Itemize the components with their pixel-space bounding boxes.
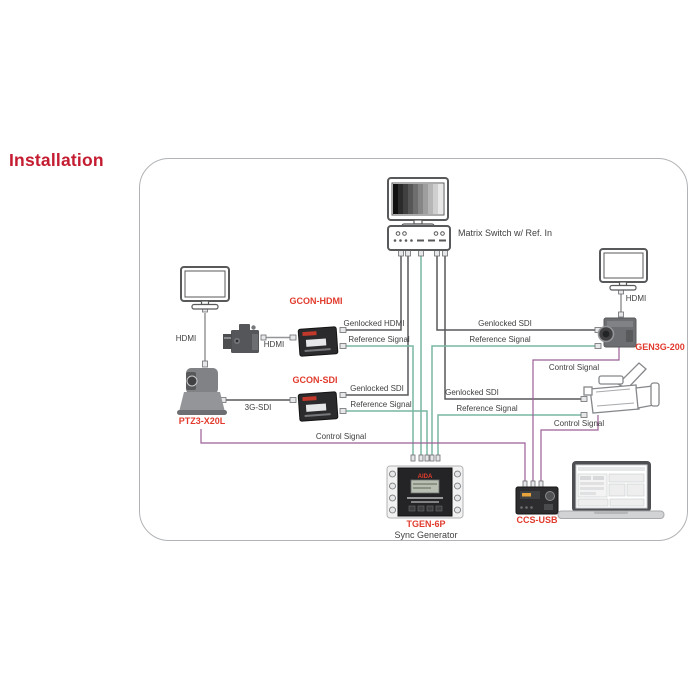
- ptz-camera: [177, 368, 227, 415]
- gcon-hdmi-label: GCON-HDMI: [289, 296, 343, 306]
- genlocked-sdi-label-bottom-right: Genlocked SDI: [445, 388, 499, 397]
- genlocked-wires: [346, 256, 595, 400]
- monitor-left: [180, 266, 230, 310]
- control-signal-label-ptz: Control Signal: [315, 432, 367, 441]
- sync-generator-label: Sync Generator: [394, 530, 458, 540]
- tgen-label: TGEN-6P: [406, 519, 446, 529]
- gen3g-label: GEN3G-200: [635, 342, 685, 352]
- hdmi-camera-label: HDMI: [263, 340, 285, 349]
- matrix-switch-label: Matrix Switch w/ Ref. In: [458, 228, 553, 238]
- control-signal-label-gen3g: Control Signal: [548, 363, 600, 372]
- gen3g-camera: [597, 317, 637, 348]
- matrix-switch: [387, 225, 451, 251]
- hdmi-left-label: HDMI: [175, 334, 197, 343]
- monitor-right: [599, 248, 648, 291]
- genlocked-sdi-label-top-right: Genlocked SDI: [478, 319, 532, 328]
- grayscale-monitor: [387, 177, 449, 230]
- page-title: Installation: [9, 150, 104, 170]
- connector-stubs: [202, 249, 624, 488]
- tgen-sync-generator: AIDA: [386, 465, 464, 519]
- gcon-sdi-label: GCON-SDI: [292, 375, 338, 385]
- reference-signal-label-3: Reference Signal: [469, 335, 531, 344]
- control-signal-label-camcorder: Control Signal: [553, 419, 605, 428]
- reference-signal-label-2: Reference Signal: [350, 400, 412, 409]
- reference-signal-label-4: Reference Signal: [456, 404, 518, 413]
- control-wires: [200, 347, 620, 481]
- dslr-camera: [223, 324, 259, 353]
- genlocked-hdmi-label: Genlocked HDMI: [343, 319, 405, 328]
- gcon-hdmi-converter: [297, 326, 339, 357]
- camcorder: [583, 362, 660, 414]
- aida-logo-text: AIDA: [418, 474, 433, 480]
- hdmi-sdi-wires: [204, 294, 622, 401]
- hdmi-right-label: HDMI: [625, 294, 647, 303]
- sdi-3g-label: 3G-SDI: [244, 403, 272, 412]
- ccs-usb-label: CCS-USB: [516, 515, 558, 525]
- ptz-label: PTZ3-X20L: [178, 416, 226, 426]
- ccs-usb-device: [515, 486, 559, 515]
- genlocked-sdi-label-left: Genlocked SDI: [350, 384, 404, 393]
- reference-signal-label-1: Reference Signal: [348, 335, 410, 344]
- gcon-sdi-converter: [297, 391, 339, 422]
- laptop: [557, 461, 665, 519]
